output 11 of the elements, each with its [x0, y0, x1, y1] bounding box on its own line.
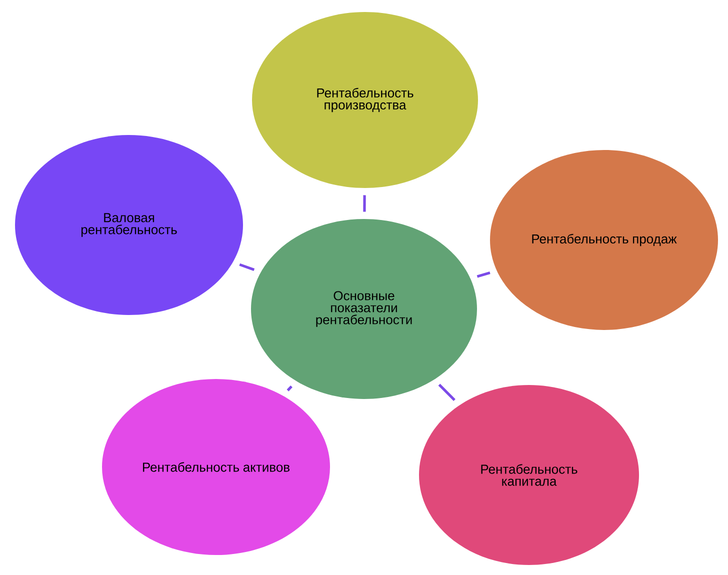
ellipse-node: Основные показатели рентабельности: [251, 219, 477, 399]
ellipse-node: Рентабельность активов: [102, 379, 330, 555]
connector-line: [286, 386, 292, 392]
connector-line: [239, 263, 255, 271]
connector-line: [363, 195, 366, 212]
ellipse-node: Рентабельность продаж: [490, 150, 718, 330]
connector-line: [476, 272, 490, 278]
ellipse-node: Валовая рентабельность: [15, 135, 243, 315]
connector-line: [438, 384, 456, 401]
ellipse-node: Рентабельность производства: [252, 12, 478, 188]
ellipse-node: Рентабельность капитала: [419, 385, 639, 565]
